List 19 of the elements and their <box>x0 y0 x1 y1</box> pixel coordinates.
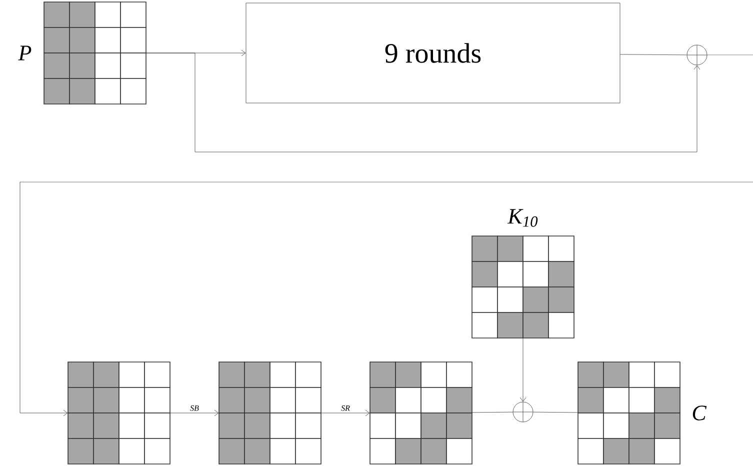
symbol-label: K$_{10}$ <box>507 209 538 227</box>
arrow <box>20 182 753 416</box>
xor-symbol <box>686 44 708 66</box>
symbol-label: P <box>18 46 32 60</box>
edge-label: SB <box>189 404 200 412</box>
arrow <box>146 52 700 152</box>
state-grid <box>44 2 146 104</box>
arrow <box>520 338 526 402</box>
state-grid <box>68 362 170 464</box>
state-grid <box>218 362 322 464</box>
state-grid <box>578 362 680 464</box>
symbol-label: C <box>692 406 707 420</box>
state-grid <box>370 362 472 464</box>
edge-label: SR <box>340 404 351 412</box>
arrow <box>170 410 219 416</box>
process-box: 9 rounds <box>246 2 620 104</box>
xor-symbol <box>512 402 534 422</box>
arrow <box>321 410 370 416</box>
state-grid <box>472 236 574 338</box>
